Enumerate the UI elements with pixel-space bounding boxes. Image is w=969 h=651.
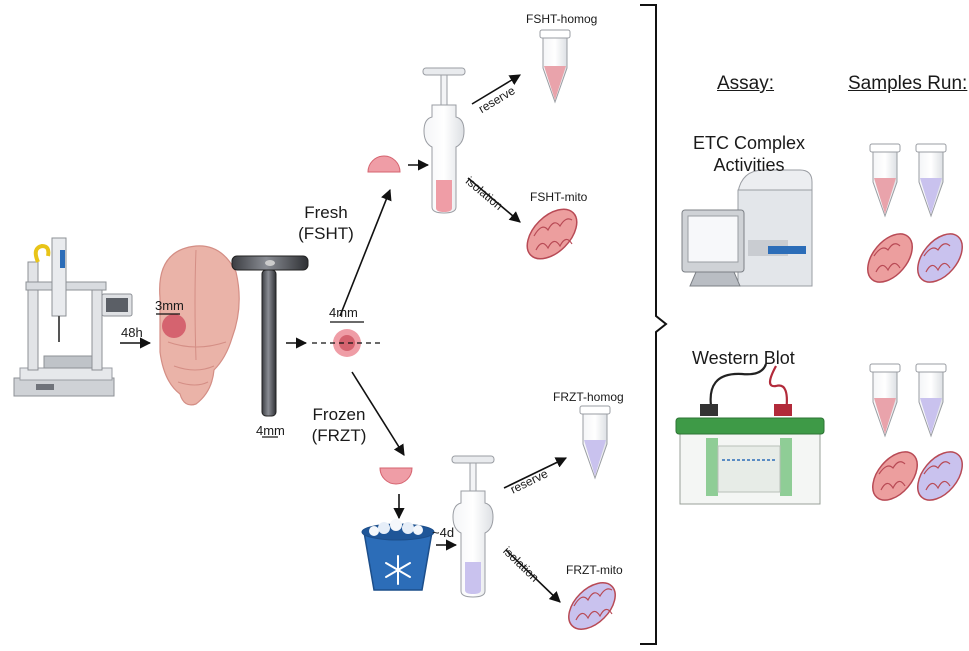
mitochondrion-icon-etc-fresh <box>867 233 913 283</box>
header-assay: Assay: <box>717 73 775 94</box>
microcentrifuge-tube-icon-etc-frozen <box>915 143 947 218</box>
western-blot-gel-box-icon <box>675 363 825 505</box>
label-frozen: Frozen (FRZT) <box>303 404 375 446</box>
label-fsht-homog: FSHT-homog <box>526 12 598 26</box>
fresh-half-slice-icon <box>367 155 401 173</box>
frozen-title: Frozen <box>312 405 366 424</box>
arrow-reserve-frozen <box>503 457 568 489</box>
microcentrifuge-tube-icon-frzt-homog <box>579 405 611 480</box>
label-punch-3mm: 3mm <box>155 298 184 313</box>
arrow-isolation-frozen <box>505 549 561 603</box>
brain-icon <box>156 245 240 406</box>
stereotaxic-frame-icon <box>13 237 133 397</box>
etc-line1: ETC Complex <box>692 133 806 153</box>
arrow-fresh <box>339 188 392 317</box>
label-tool-4mm: 4mm <box>256 423 285 438</box>
label-fsht-mito: FSHT-mito <box>530 190 588 204</box>
label-etc-assay: ETC Complex Activities <box>684 132 814 176</box>
mitochondrion-icon-etc-frozen <box>917 233 963 283</box>
microcentrifuge-tube-icon-wb-fresh <box>869 363 901 438</box>
tissue-punch-tool-icon <box>231 255 309 438</box>
snowflake-icon <box>385 555 411 585</box>
frozen-half-slice-icon <box>379 467 413 485</box>
label-freeze-4d: ~4d <box>432 525 455 540</box>
arrow-frozen <box>351 371 405 456</box>
microcentrifuge-tube-icon-fsht-homog <box>539 29 571 104</box>
frozen-abbr: (FRZT) <box>311 426 367 445</box>
mitochondrion-icon-frzt <box>568 582 616 630</box>
etc-line2: Activities <box>713 155 785 175</box>
grouping-bracket <box>640 4 668 645</box>
mitochondrion-icon-wb-frozen <box>917 451 963 501</box>
label-western-blot: Western Blot <box>692 348 795 368</box>
label-frzt-mito: FRZT-mito <box>566 563 623 577</box>
microcentrifuge-tube-icon-etc-fresh <box>869 143 901 218</box>
dounce-homogenizer-icon-frozen <box>451 455 495 598</box>
fresh-abbr: (FSHT) <box>298 224 354 243</box>
label-frzt-homog: FRZT-homog <box>553 390 624 404</box>
label-fresh: Fresh (FSHT) <box>292 202 360 244</box>
samples-run-western <box>869 363 963 501</box>
label-slice-4mm: 4mm <box>329 305 358 320</box>
tissue-slice-icon <box>312 321 384 357</box>
arrow-reserve-fresh <box>471 74 521 105</box>
microcentrifuge-tube-icon-wb-frozen <box>915 363 947 438</box>
samples-run-etc <box>867 143 963 283</box>
arrow-isolation-fresh <box>467 177 521 223</box>
ice-bucket-icon <box>361 519 435 591</box>
dounce-homogenizer-icon-fresh <box>422 67 466 214</box>
mitochondrion-icon-fsht <box>526 208 578 260</box>
mitochondrion-icon-wb-fresh <box>872 451 918 501</box>
label-48h: 48h <box>121 325 143 340</box>
header-samples-run: Samples Run: <box>848 73 968 94</box>
fresh-title: Fresh <box>304 203 348 222</box>
plate-reader-icon <box>681 169 813 287</box>
